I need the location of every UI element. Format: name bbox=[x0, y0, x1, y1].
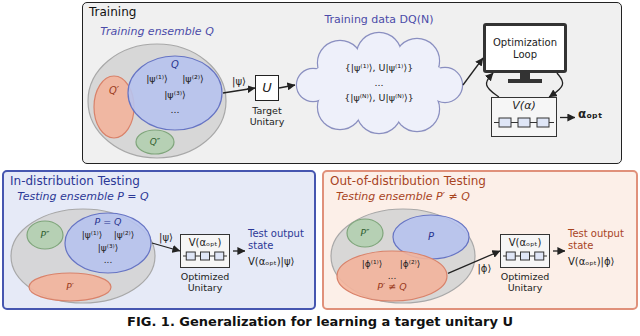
circuit-gate bbox=[535, 252, 544, 260]
monitor-screen: Optimization Loop bbox=[483, 23, 567, 73]
monitor-base bbox=[508, 79, 542, 83]
ellipse-shape bbox=[337, 251, 447, 301]
arrow-connector bbox=[152, 243, 180, 251]
subset-ellipse: P″ bbox=[26, 220, 64, 250]
box-caption: Optimized Unitary bbox=[494, 272, 556, 294]
ellipsis-label: ... bbox=[170, 105, 179, 116]
ensemble-ellipse: P″P|ϕ⁽¹⁾⟩|ϕ⁽²⁾⟩...P′ ≠ QTesting ensemble… bbox=[330, 208, 476, 304]
circuit-gate bbox=[537, 118, 549, 127]
subset-label: Q″ bbox=[150, 137, 160, 147]
output-heading: Test output state bbox=[248, 228, 316, 251]
ellipsis-label: ... bbox=[374, 78, 383, 89]
monitor-label: Optimization Loop bbox=[490, 37, 560, 60]
ellipsis-label: ... bbox=[388, 271, 397, 281]
ket-label: |ψ⁽¹⁾⟩ bbox=[82, 230, 103, 240]
data-pair: {|ψ⁽ᴺ⁾⟩, U|ψ⁽ᴺ⁾⟩} bbox=[344, 93, 414, 104]
cloud-fill bbox=[309, 53, 449, 113]
ellipse-shape bbox=[11, 209, 155, 303]
circuit-gate bbox=[518, 118, 530, 127]
circuit-gate bbox=[201, 252, 210, 260]
ensemble-heading: Training ensemble Q bbox=[100, 26, 214, 39]
subset-ellipse: Q|ψ⁽¹⁾⟩ |ψ⁽²⁾⟩ |ψ⁽³⁾⟩... bbox=[127, 55, 223, 131]
ensemble-heading: Testing ensemble P′ ≠ Q bbox=[336, 191, 470, 204]
ellipsis-label: ... bbox=[104, 255, 113, 265]
circuit-gate bbox=[215, 252, 224, 260]
circuit-box: V(αₒₚₜ)Optimized Unitary bbox=[500, 234, 550, 268]
panel-heading: In-distribution Testing bbox=[10, 175, 140, 189]
arrow-connector bbox=[487, 73, 499, 97]
arrow-connector bbox=[549, 73, 563, 97]
circuit-gate bbox=[186, 252, 195, 260]
arrow-connector bbox=[279, 85, 295, 88]
circuit-label: V(αₒₚₜ) bbox=[509, 237, 542, 249]
output-state: V(αₒₚₜ)|ψ⟩ bbox=[248, 256, 294, 268]
output-arrow bbox=[233, 250, 245, 251]
circuit-label: V(αₒₚₜ) bbox=[189, 237, 222, 249]
data-pair: {|ψ⁽¹⁾⟩, U|ψ⁽¹⁾⟩} bbox=[345, 63, 413, 74]
subset-label: Q′ bbox=[109, 85, 119, 97]
ket-label: |ψ⁽¹⁾⟩ bbox=[146, 74, 168, 85]
subset-label: P′ bbox=[66, 282, 73, 292]
output-heading: Test output state bbox=[568, 228, 636, 251]
ket-label: |ψ⁽³⁾⟩ bbox=[164, 90, 186, 101]
subset-label: P″ bbox=[41, 230, 50, 240]
circuit-label: V(α) bbox=[512, 100, 535, 113]
panel-heading: Training bbox=[89, 6, 136, 20]
subset-label: Q bbox=[171, 59, 179, 71]
data-cloud: Training data DQ(N){|ψ⁽¹⁾⟩, U|ψ⁽¹⁾⟩}...{… bbox=[295, 33, 463, 133]
panel-heading: Out-of-distribution Testing bbox=[330, 175, 486, 189]
ensemble-ellipse: P″P = Q|ψ⁽¹⁾⟩|ψ⁽²⁾⟩|ψ⁽³⁾⟩...P′Testing en… bbox=[10, 208, 156, 304]
output-parameter: αₒₚₜ bbox=[578, 108, 603, 122]
ellipse-shape bbox=[331, 209, 475, 303]
subset-ellipse: P = Q |ψ⁽¹⁾⟩ |ψ⁽²⁾⟩ |ψ⁽³⁾⟩... bbox=[64, 212, 152, 274]
subset-ellipse: P″ bbox=[346, 218, 384, 248]
ellipse-shape bbox=[29, 273, 111, 301]
subset-label: P bbox=[428, 231, 434, 243]
arrow-connector bbox=[463, 58, 483, 85]
ket-label: |ψ⁽³⁾⟩ bbox=[98, 243, 119, 253]
cloud-heading: Training data DQ(N) bbox=[324, 14, 433, 27]
circuit-gate bbox=[506, 252, 515, 260]
ellipse-shape bbox=[347, 219, 383, 247]
ellipse-shape bbox=[88, 44, 226, 158]
output-state: V(αₒₚₜ)|ϕ⟩ bbox=[568, 256, 614, 268]
box-caption: Optimized Unitary bbox=[174, 272, 236, 294]
ket-label: |ϕ⁽²⁾⟩ bbox=[400, 259, 421, 269]
subset-label: P = Q bbox=[94, 217, 121, 228]
unitary-box: UTarget Unitary bbox=[255, 75, 279, 101]
monitor-neck bbox=[520, 73, 530, 79]
box-caption: Target Unitary bbox=[241, 106, 293, 128]
circuit-gate bbox=[499, 118, 511, 127]
ellipse-shape bbox=[65, 213, 151, 273]
unitary-symbol: U bbox=[262, 81, 272, 96]
ellipse-shape bbox=[136, 130, 174, 154]
subset-label: P′ ≠ Q bbox=[377, 282, 406, 293]
ellipse-shape bbox=[27, 221, 63, 249]
ket-label: |ϕ⁽¹⁾⟩ bbox=[362, 259, 383, 269]
circuit-box: V(αₒₚₜ)Optimized Unitary bbox=[180, 234, 230, 268]
ensemble-ellipse: Q′Q″Q|ψ⁽¹⁾⟩|ψ⁽²⁾⟩|ψ⁽³⁾⟩...Training ensem… bbox=[87, 43, 227, 159]
ket-label: |ψ⁽²⁾⟩ bbox=[182, 74, 204, 85]
subset-label: P″ bbox=[361, 228, 370, 238]
output-arrow bbox=[553, 250, 565, 251]
edge-label: |ψ⟩ bbox=[230, 76, 248, 88]
ket-label: |ψ⁽²⁾⟩ bbox=[114, 230, 135, 240]
edge-label: |ψ⟩ bbox=[157, 232, 175, 244]
circuit-gate bbox=[521, 252, 530, 260]
output-arrow bbox=[560, 117, 575, 118]
training-panel: Q′ Q″ Q|ψ⁽¹⁾⟩ |ψ⁽²⁾⟩ |ψ⁽³⁾⟩... Training ensem… bbox=[82, 2, 622, 164]
subset-ellipse: P′ bbox=[28, 272, 112, 302]
edge-label: |ϕ⟩ bbox=[475, 263, 493, 275]
ensemble-heading: Testing ensemble P = Q bbox=[17, 191, 148, 204]
ellipse-shape bbox=[128, 56, 222, 130]
circuit-box: V(α) bbox=[491, 97, 557, 137]
subset-ellipse: |ϕ⁽¹⁾⟩ |ϕ⁽²⁾⟩...P′ ≠ Q bbox=[336, 250, 448, 302]
subset-ellipse: Q″ bbox=[135, 129, 175, 155]
figure-caption: FIG. 1. Generalization for learning a ta… bbox=[0, 314, 640, 329]
ellipse-shape bbox=[94, 76, 134, 138]
arrow-connector bbox=[223, 88, 255, 93]
